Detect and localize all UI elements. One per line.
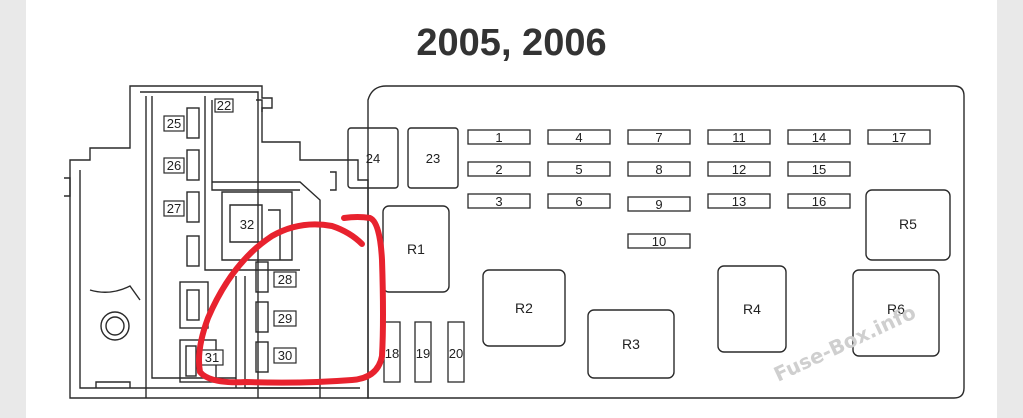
fuse-19-label: 19 — [416, 346, 430, 361]
fuse-32-label: 32 — [240, 217, 254, 232]
fuse-25-label: 25 — [167, 116, 181, 131]
fuse-2-label: 2 — [495, 162, 502, 177]
relay-r5-label: R5 — [899, 216, 917, 232]
fuse-31-label: 31 — [205, 350, 219, 365]
fuse-11-label: 11 — [732, 130, 746, 145]
relay-r4-label: R4 — [743, 301, 761, 317]
fuse-20-label: 20 — [449, 346, 463, 361]
fuse-13-label: 13 — [732, 194, 746, 209]
main-block-outline — [367, 85, 965, 399]
red-highlight-annotation — [196, 214, 386, 386]
diagram-title: 2005, 2006 — [416, 22, 607, 64]
fuse-22-label: 22 — [217, 98, 231, 113]
fuse-16-label: 16 — [812, 194, 826, 209]
relay-r1-label: R1 — [407, 241, 425, 257]
fuse-28-label: 28 — [278, 272, 292, 287]
diagram-card — [26, 0, 997, 418]
fuse-4-label: 4 — [575, 130, 582, 145]
fuse-15-label: 15 — [812, 162, 826, 177]
fuse-17-label: 17 — [892, 130, 906, 145]
fuse-29-label: 29 — [278, 311, 292, 326]
fuse-14-label: 14 — [812, 130, 826, 145]
fuse-6-label: 6 — [575, 194, 582, 209]
fuse-3-label: 3 — [495, 194, 502, 209]
relay-r2-label: R2 — [515, 300, 533, 316]
relay-r3-label: R3 — [622, 336, 640, 352]
fuse-7-label: 7 — [655, 130, 662, 145]
fuse-8-label: 8 — [655, 162, 662, 177]
fuse-9-label: 9 — [655, 197, 662, 212]
fuse-23-label: 23 — [426, 151, 440, 166]
fuse-30-label: 30 — [278, 348, 292, 363]
fuse-26-label: 26 — [167, 158, 181, 173]
fuse-10-label: 10 — [652, 234, 666, 249]
fuse-24-label: 24 — [366, 151, 380, 166]
fuse-12-label: 12 — [732, 162, 746, 177]
fuse-27-label: 27 — [167, 201, 181, 216]
fuse-5-label: 5 — [575, 162, 582, 177]
fuse-18-label: 18 — [385, 346, 399, 361]
relay-r6-label: R6 — [887, 301, 905, 317]
watermark-text: Fuse-Box.info — [770, 300, 919, 387]
fuse-1-label: 1 — [495, 130, 502, 145]
left-block-outline — [69, 85, 369, 399]
